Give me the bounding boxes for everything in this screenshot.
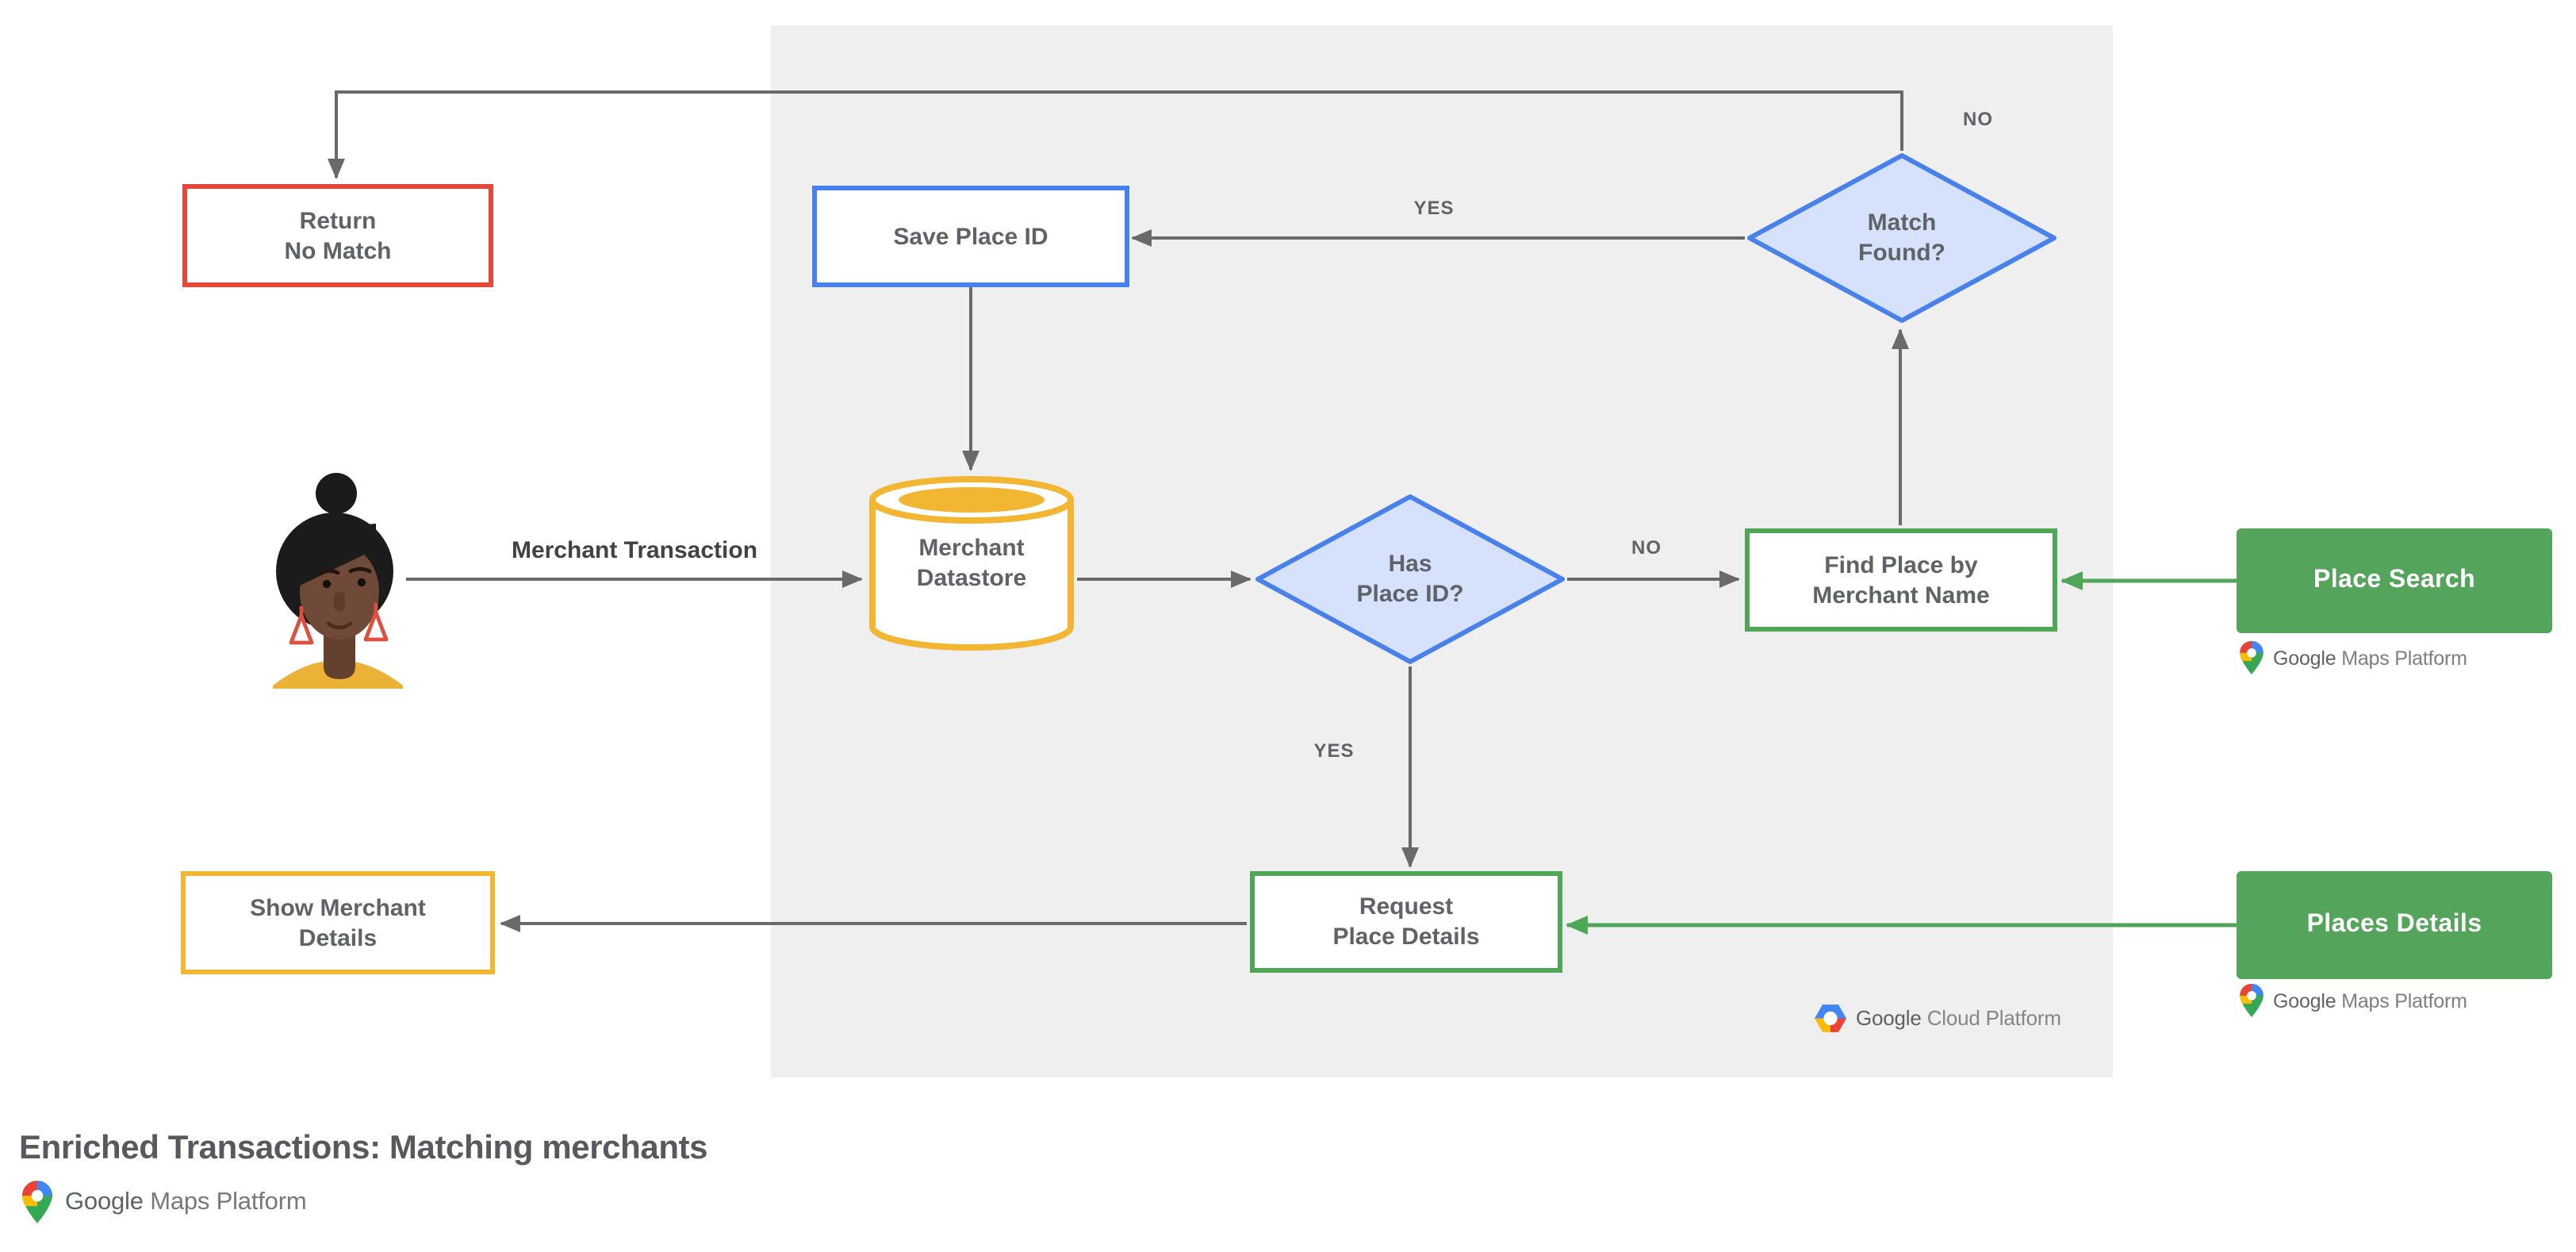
google-cloud-platform-lockup: Google Cloud Platform [1815,1004,2061,1032]
lockup-text: Google Maps Platform [65,1188,307,1215]
maps-platform-lockup: Google Maps Platform [2240,984,2467,1017]
google-maps-pin-icon [2240,984,2264,1017]
node-label: Has [1388,551,1432,578]
match-found-decision: Match Found? [1745,151,2059,325]
node-label: Merchant Name [1812,582,1990,609]
place-search-api-chip: Place Search [2237,528,2552,633]
node-label: Return [299,207,377,234]
node-label: No Match [284,237,392,264]
node-label: Find Place by [1824,551,1978,578]
customer-avatar [271,470,404,689]
has-no-label: NO [1631,536,1662,559]
maps-platform-lockup: Google Maps Platform [2240,641,2467,674]
database-cylinder-icon [869,476,1074,651]
lockup-text: Google Maps Platform [2273,989,2467,1012]
google-maps-pin-icon [22,1181,52,1223]
node-label: Datastore [916,565,1027,592]
node-label: Place ID? [1356,581,1464,608]
node-label: Match [1867,209,1937,236]
save-place-id-node: Save Place ID [812,186,1129,287]
merchant-transaction-label: Merchant Transaction [511,537,758,564]
node-label: Save Place ID [893,223,1048,250]
match-no-label: NO [1963,108,1993,130]
lockup-text: Google Cloud Platform [1856,1006,2061,1031]
google-maps-pin-icon [2240,641,2264,674]
has-yes-label: YES [1313,739,1355,762]
chip-label: Places Details [2306,911,2482,938]
return-no-match-node: Return No Match [182,184,493,287]
node-label: Place Details [1332,924,1480,951]
diagram-title: Enriched Transactions: Matching merchant… [19,1130,708,1166]
node-label: Show Merchant [250,894,426,921]
google-cloud-hexagon-icon [1815,1004,1846,1032]
places-details-api-chip: Places Details [2237,871,2552,979]
diamond-shape [1255,494,1565,664]
match-yes-label: YES [1413,197,1455,219]
node-label: Request [1359,893,1454,920]
find-place-node: Find Place by Merchant Name [1745,528,2057,632]
diamond-shape [1747,153,2057,323]
chip-label: Place Search [2313,566,2476,593]
node-label: Found? [1858,240,1945,267]
person-icon [273,473,403,689]
has-place-id-decision: Has Place ID? [1253,492,1567,666]
maps-platform-lockup-footer: Google Maps Platform [22,1181,307,1223]
request-place-details-node: Request Place Details [1250,871,1562,973]
node-label: Merchant [918,535,1025,562]
show-merchant-details-node: Show Merchant Details [181,871,495,974]
merchant-datastore-node: Merchant Datastore [869,476,1074,654]
node-label: Details [298,924,378,951]
lockup-text: Google Maps Platform [2273,647,2467,669]
